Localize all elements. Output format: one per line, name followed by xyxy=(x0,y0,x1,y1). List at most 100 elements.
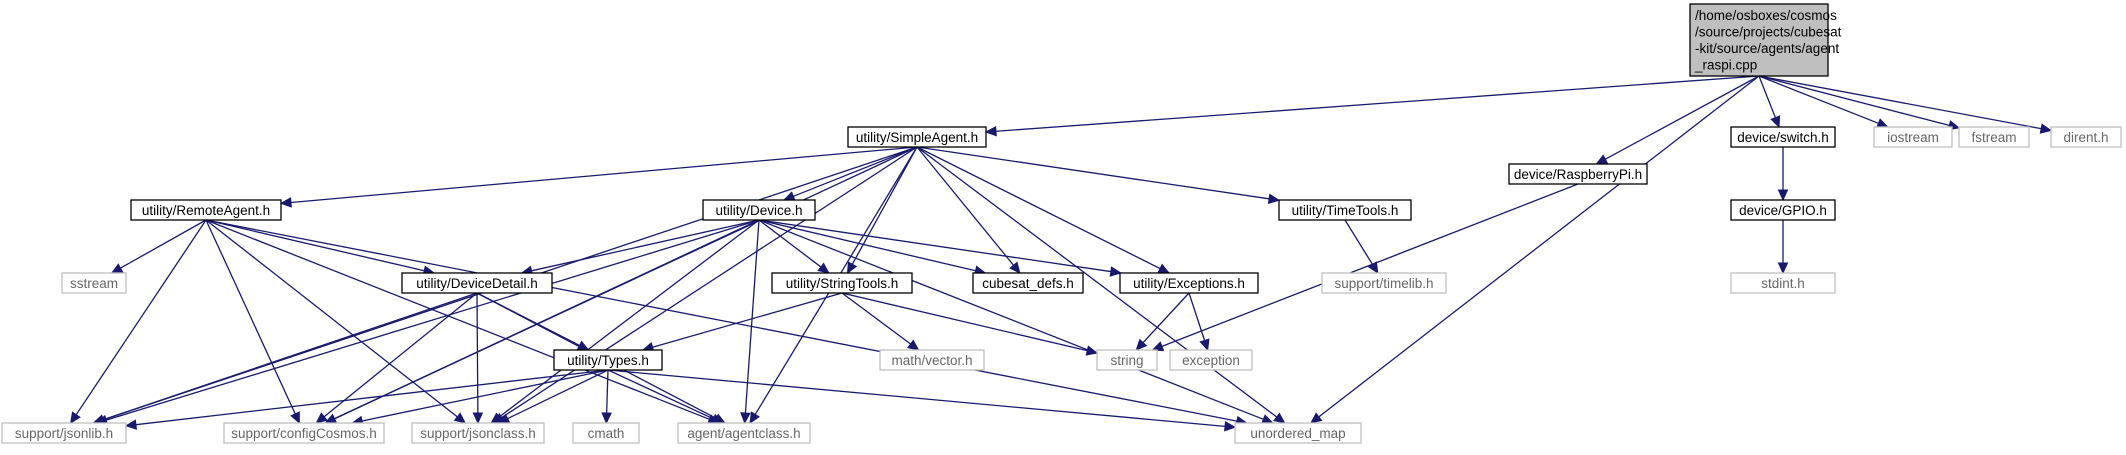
node-jsonlib[interactable]: support/jsonlib.h xyxy=(1,422,127,444)
arrowhead xyxy=(749,411,760,425)
node-label: cmath xyxy=(588,426,625,441)
node-box xyxy=(1321,272,1447,294)
arrowhead xyxy=(290,411,300,425)
node-label: device/GPIO.h xyxy=(1739,203,1827,218)
arrowhead xyxy=(1085,345,1099,356)
node-box xyxy=(771,272,913,294)
arrowhead xyxy=(1260,414,1274,425)
edge-types-to-cmath xyxy=(601,369,612,425)
edge-raspberrypi-to-string xyxy=(1151,183,1579,352)
node-agentclass[interactable]: agent/agentclass.h xyxy=(677,422,811,444)
arrowhead xyxy=(740,412,751,425)
edge-simpleagent-to-device xyxy=(782,146,918,202)
node-raspberrypi[interactable]: device/RaspberryPi.h xyxy=(1508,163,1648,185)
arrowhead xyxy=(846,261,858,275)
arrowhead xyxy=(472,412,484,425)
node-label: device/RaspberryPi.h xyxy=(1514,167,1642,182)
node-label: support/jsonclass.h xyxy=(420,426,536,441)
edge-root-to-raspberrypi xyxy=(1595,75,1760,165)
node-label: exception xyxy=(1182,353,1240,368)
node-root-agent-raspi-cpp[interactable]: /home/osboxes/cosmos/source/projects/cub… xyxy=(1689,3,1842,77)
arrowhead xyxy=(782,191,796,202)
node-timetools[interactable]: utility/TimeTools.h xyxy=(1278,199,1412,221)
nodes-layer: /home/osboxes/cosmos/source/projects/cub… xyxy=(1,3,2122,444)
arrowhead xyxy=(279,197,292,208)
node-box xyxy=(879,349,985,371)
arrowhead xyxy=(1770,115,1781,129)
node-jsonclass[interactable]: support/jsonclass.h xyxy=(411,422,545,444)
edge-stringtools-to-types xyxy=(641,292,843,353)
node-box xyxy=(847,126,987,148)
arrowhead xyxy=(1109,266,1122,277)
edge-device-to-exceptions xyxy=(758,219,1122,277)
arrowhead xyxy=(315,412,328,424)
edge-remoteagent-to-jsonlib xyxy=(69,219,207,425)
node-switch[interactable]: device/switch.h xyxy=(1730,126,1836,148)
node-box xyxy=(1278,199,1412,221)
edge-device-to-agentclass xyxy=(740,219,760,425)
node-label: string xyxy=(1110,353,1143,368)
arrowhead xyxy=(1157,263,1171,274)
arrowhead xyxy=(490,412,503,424)
node-simpleagent[interactable]: utility/SimpleAgent.h xyxy=(847,126,987,148)
node-box xyxy=(1730,199,1836,221)
node-box xyxy=(223,422,385,444)
edge-types-to-agentclass xyxy=(607,369,724,424)
node-box xyxy=(1730,126,1836,148)
node-types[interactable]: utility/Types.h xyxy=(553,349,663,371)
edge-stringtools-to-string xyxy=(841,292,1099,356)
node-stdint[interactable]: stdint.h xyxy=(1730,272,1836,294)
node-string[interactable]: string xyxy=(1096,349,1158,371)
node-box xyxy=(972,272,1084,294)
arrowhead xyxy=(2039,123,2053,134)
node-mathvector[interactable]: math/vector.h xyxy=(879,349,985,371)
node-label: utility/Types.h xyxy=(567,353,649,368)
node-label: utility/SimpleAgent.h xyxy=(856,130,978,145)
node-box xyxy=(1,422,127,444)
edge-exceptions-to-exception xyxy=(1188,292,1210,352)
edge-exceptions-to-string xyxy=(1135,292,1190,351)
node-gpio[interactable]: device/GPIO.h xyxy=(1730,199,1836,221)
node-box xyxy=(1508,163,1648,185)
node-fstream[interactable]: fstream xyxy=(1958,126,2030,148)
arrowhead xyxy=(110,263,124,274)
arrowhead xyxy=(453,412,467,424)
edge-root-to-dirent xyxy=(1758,75,2053,134)
arrowhead xyxy=(1224,421,1237,432)
edge-device-to-unorderedmap xyxy=(758,219,1274,425)
node-box xyxy=(61,272,127,294)
node-label-line: _raspi.cpp xyxy=(1694,58,1757,73)
arrowhead xyxy=(69,411,81,425)
edge-types-to-jsonlib xyxy=(124,369,609,430)
node-timelib[interactable]: support/timelib.h xyxy=(1321,272,1447,294)
node-device[interactable]: utility/Device.h xyxy=(702,199,816,221)
edge-simpleagent-to-timetools xyxy=(916,146,1281,204)
node-remoteagent[interactable]: utility/RemoteAgent.h xyxy=(130,199,282,221)
node-box xyxy=(1730,272,1836,294)
node-label: agent/agentclass.h xyxy=(687,426,800,441)
edge-types-to-jsonclass xyxy=(497,369,609,424)
node-configcosmos[interactable]: support/configCosmos.h xyxy=(223,422,385,444)
node-label: cubesat_defs.h xyxy=(982,276,1074,291)
node-cubesatdefs[interactable]: cubesat_defs.h xyxy=(972,272,1084,294)
node-dirent[interactable]: dirent.h xyxy=(2050,126,2122,148)
node-box xyxy=(1169,349,1253,371)
node-devicedetail[interactable]: utility/DeviceDetail.h xyxy=(401,272,553,294)
edge-remoteagent-to-agentclass xyxy=(205,219,720,425)
node-label-line: /source/projects/cubesat xyxy=(1695,25,1842,40)
node-iostream[interactable]: iostream xyxy=(1873,126,1953,148)
arrowhead xyxy=(124,419,138,430)
arrowhead xyxy=(984,125,997,137)
node-cmath[interactable]: cmath xyxy=(572,422,640,444)
node-unorderedmap[interactable]: unordered_map xyxy=(1234,422,1362,444)
node-exception[interactable]: exception xyxy=(1169,349,1253,371)
node-sstream[interactable]: sstream xyxy=(61,272,127,294)
edge-devicedetail-to-jsonclass xyxy=(472,292,484,425)
node-label: math/vector.h xyxy=(891,353,972,368)
node-exceptions[interactable]: utility/Exceptions.h xyxy=(1119,272,1259,294)
node-stringtools[interactable]: utility/StringTools.h xyxy=(771,272,913,294)
node-box xyxy=(1234,422,1362,444)
edge-switch-to-gpio xyxy=(1777,147,1789,202)
node-box xyxy=(572,422,640,444)
node-label: stdint.h xyxy=(1761,276,1805,291)
